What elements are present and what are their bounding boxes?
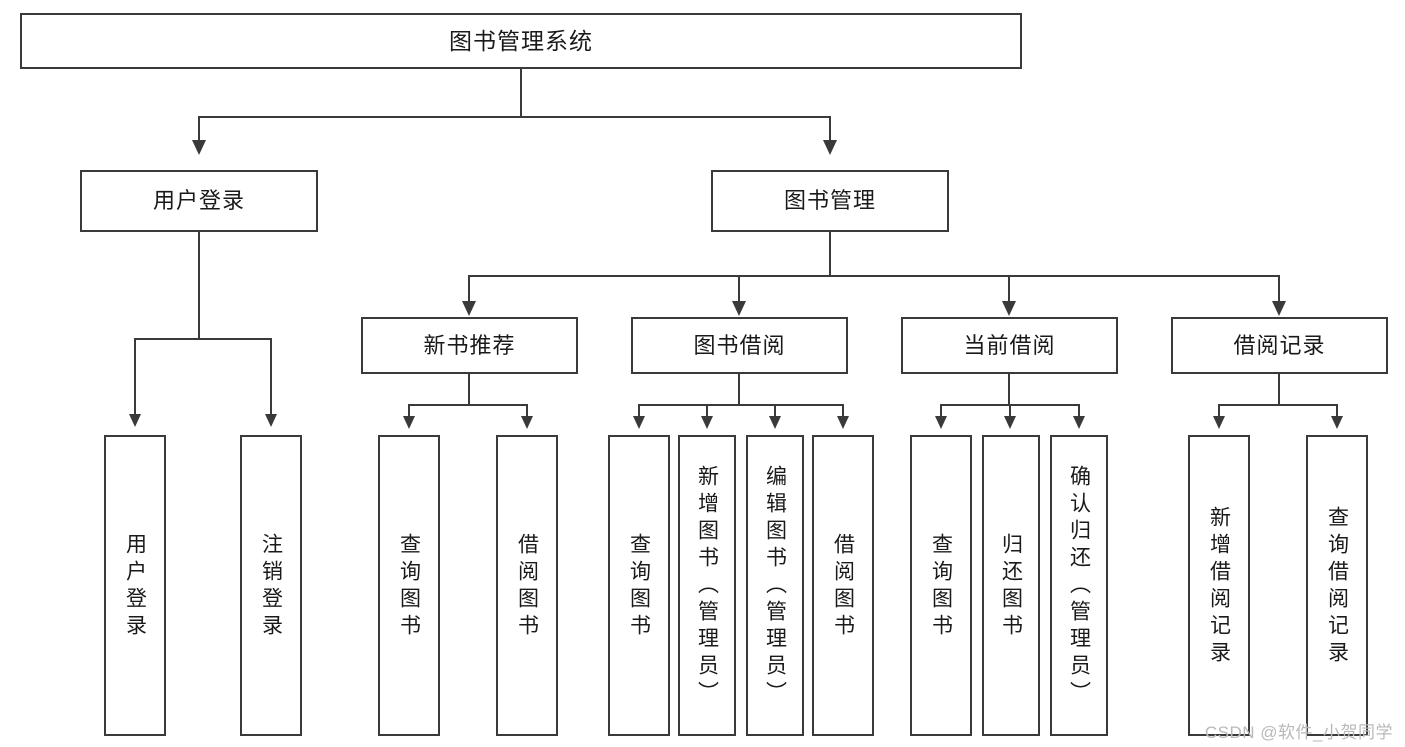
node-label: 用户登录 <box>152 188 245 214</box>
connector-bookmanage-stem <box>829 232 831 276</box>
connector-newbook-branch-1 <box>408 404 410 418</box>
node-label: 查询图书 <box>397 532 421 641</box>
node-label: 新增图书（管理员） <box>695 465 719 708</box>
connector-currentborrow-branch-1 <box>940 404 942 418</box>
arrowhead-root-to-userlogin <box>192 140 206 155</box>
arrowhead-userlogin-leaf-2 <box>265 414 277 427</box>
connector-bookborrow-branch-3 <box>774 404 776 418</box>
connector-bookborrow-branch-4 <box>842 404 844 418</box>
arrowhead-bookmanage-to-borrow <box>732 301 746 316</box>
connector-bookmanage-branch-2 <box>738 275 740 303</box>
connector-bookmanage-branch-4 <box>1278 275 1280 303</box>
leaf-new-book-borrow[interactable]: 借阅图书 <box>496 435 558 736</box>
node-label: 图书管理 <box>783 188 876 214</box>
connector-newbook-bus <box>408 404 528 406</box>
node-label: 注销登录 <box>259 532 283 641</box>
connector-root-to-bookmanage <box>829 116 831 142</box>
arrowhead-newbook-leaf-1 <box>403 416 415 429</box>
arrowhead-borrowrecord-leaf-2 <box>1331 416 1343 429</box>
connector-bookmanage-bus <box>468 275 1280 277</box>
connector-userlogin-branch-1 <box>134 338 136 416</box>
arrowhead-bookmanage-to-current <box>1002 301 1016 316</box>
node-label: 查询图书 <box>929 532 953 641</box>
node-new-book-recommend[interactable]: 新书推荐 <box>361 317 578 374</box>
leaf-book-borrow-edit[interactable]: 编辑图书（管理员） <box>746 435 804 736</box>
arrowhead-currentborrow-leaf-2 <box>1004 416 1016 429</box>
connector-bookborrow-branch-1 <box>638 404 640 418</box>
connector-newbook-stem <box>468 374 470 406</box>
node-label: 借阅图书 <box>831 532 855 641</box>
leaf-borrow-record-add[interactable]: 新增借阅记录 <box>1188 435 1250 736</box>
arrowhead-bookmanage-to-newbook <box>462 301 476 316</box>
connector-borrowrecord-bus <box>1218 404 1338 406</box>
node-root-system[interactable]: 图书管理系统 <box>20 13 1022 69</box>
connector-borrowrecord-stem <box>1278 374 1280 406</box>
node-label: 归还图书 <box>999 532 1023 641</box>
connector-root-bus <box>198 116 831 118</box>
connector-root-to-userlogin <box>198 116 200 142</box>
leaf-borrow-record-query[interactable]: 查询借阅记录 <box>1306 435 1368 736</box>
node-book-management[interactable]: 图书管理 <box>711 170 949 232</box>
csdn-watermark: CSDN @软件_小贺同学 <box>1204 723 1393 742</box>
arrowhead-bookborrow-leaf-2 <box>701 416 713 429</box>
connector-root-stem <box>520 69 522 117</box>
node-user-login[interactable]: 用户登录 <box>80 170 318 232</box>
leaf-current-borrow-query[interactable]: 查询图书 <box>910 435 972 736</box>
node-current-borrow[interactable]: 当前借阅 <box>901 317 1118 374</box>
connector-borrowrecord-branch-1 <box>1218 404 1220 418</box>
leaf-user-login-signout[interactable]: 注销登录 <box>240 435 302 736</box>
arrowhead-newbook-leaf-2 <box>521 416 533 429</box>
node-label: 查询图书 <box>627 532 651 641</box>
node-label: 查询借阅记录 <box>1325 505 1349 668</box>
node-book-borrow[interactable]: 图书借阅 <box>631 317 848 374</box>
connector-bookmanage-branch-3 <box>1008 275 1010 303</box>
node-label: 借阅图书 <box>515 532 539 641</box>
arrowhead-bookmanage-to-record <box>1272 301 1286 316</box>
leaf-new-book-query[interactable]: 查询图书 <box>378 435 440 736</box>
leaf-current-borrow-return[interactable]: 归还图书 <box>982 435 1040 736</box>
connector-bookborrow-branch-2 <box>706 404 708 418</box>
node-label: 借阅记录 <box>1233 332 1326 358</box>
node-label: 新书推荐 <box>423 332 516 358</box>
connector-userlogin-stem <box>198 232 200 340</box>
connector-newbook-branch-2 <box>526 404 528 418</box>
leaf-book-borrow-add[interactable]: 新增图书（管理员） <box>678 435 736 736</box>
node-label: 图书管理系统 <box>449 27 593 54</box>
connector-currentborrow-stem <box>1008 374 1010 406</box>
arrowhead-root-to-bookmanage <box>823 140 837 155</box>
connector-currentborrow-branch-2 <box>1009 404 1011 418</box>
arrowhead-bookborrow-leaf-3 <box>769 416 781 429</box>
connector-userlogin-bus <box>134 338 270 340</box>
connector-userlogin-branch-2 <box>270 338 272 416</box>
connector-bookborrow-bus <box>638 404 842 406</box>
leaf-user-login-signin[interactable]: 用户登录 <box>104 435 166 736</box>
node-label: 新增借阅记录 <box>1207 505 1231 668</box>
arrowhead-borrowrecord-leaf-1 <box>1213 416 1225 429</box>
leaf-book-borrow-query[interactable]: 查询图书 <box>608 435 670 736</box>
node-label: 图书借阅 <box>693 332 786 358</box>
arrowhead-userlogin-leaf-1 <box>129 414 141 427</box>
connector-currentborrow-branch-3 <box>1078 404 1080 418</box>
arrowhead-bookborrow-leaf-1 <box>633 416 645 429</box>
node-borrow-record[interactable]: 借阅记录 <box>1171 317 1388 374</box>
arrowhead-currentborrow-leaf-1 <box>935 416 947 429</box>
node-label: 当前借阅 <box>963 332 1056 358</box>
connector-bookborrow-stem <box>738 374 740 406</box>
connector-borrowrecord-branch-2 <box>1336 404 1338 418</box>
arrowhead-currentborrow-leaf-3 <box>1073 416 1085 429</box>
node-label: 编辑图书（管理员） <box>763 465 787 708</box>
node-label: 确认归还（管理员） <box>1067 465 1091 708</box>
node-label: 用户登录 <box>123 532 147 641</box>
leaf-current-borrow-confirm[interactable]: 确认归还（管理员） <box>1050 435 1108 736</box>
arrowhead-bookborrow-leaf-4 <box>837 416 849 429</box>
connector-bookmanage-branch-1 <box>468 275 470 303</box>
leaf-book-borrow-lend[interactable]: 借阅图书 <box>812 435 874 736</box>
